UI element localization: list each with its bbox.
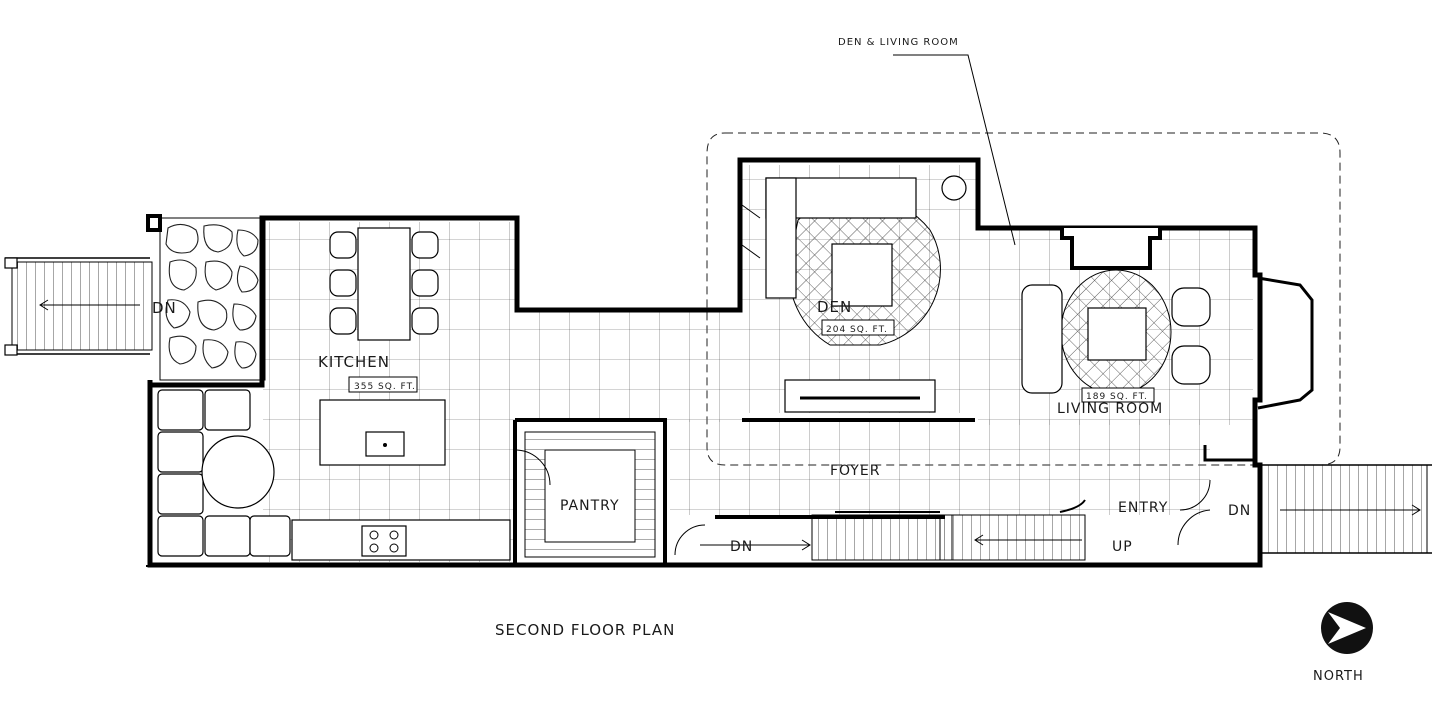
den-label: DEN	[817, 298, 852, 316]
stair-up-label: UP	[1112, 539, 1133, 555]
patio-stones	[165, 223, 259, 369]
den-area-box	[821, 319, 895, 336]
den-furniture	[765, 175, 967, 413]
stone-patio	[159, 217, 266, 381]
foyer-label: FOYER	[830, 463, 880, 479]
callout-label: DEN & LIVING ROOM	[838, 37, 959, 48]
foyer-floor	[670, 420, 1210, 515]
right-exterior-stair	[1261, 464, 1432, 554]
north-label: NORTH	[1313, 669, 1364, 684]
hall-floor	[517, 312, 742, 422]
kitchen-area: 355 SQ. FT.	[354, 382, 416, 392]
kitchen-area-box	[348, 376, 418, 393]
kitchen-counter	[291, 519, 511, 561]
living-area-box	[1081, 387, 1155, 403]
left-exterior-stair	[4, 257, 153, 356]
living-furniture	[1021, 269, 1211, 395]
north-arrow-icon	[1321, 602, 1373, 654]
kitchen-dining-table	[329, 227, 439, 341]
kitchen-island	[319, 399, 446, 466]
living-label: LIVING ROOM	[1057, 401, 1163, 417]
interior-stair	[700, 499, 1086, 561]
right-stair-dn-label: DN	[1228, 503, 1251, 519]
kitchen-label: KITCHEN	[318, 353, 390, 371]
pantry-shelving	[524, 431, 656, 558]
bay-window	[1257, 276, 1314, 410]
pantry-label: PANTRY	[560, 498, 620, 514]
den-area: 204 SQ. FT.	[826, 325, 888, 335]
doors	[516, 204, 1211, 556]
left-stair-dn-label: DN	[152, 299, 177, 317]
kitchen-banquette	[157, 389, 291, 557]
plan-title: SECOND FLOOR PLAN	[495, 621, 675, 639]
hall-stair-dn-label: DN	[730, 539, 753, 555]
callout-leader	[893, 54, 1016, 246]
fireplace	[1060, 228, 1162, 270]
living-area: 189 SQ. FT.	[1086, 392, 1148, 402]
entry-label: ENTRY	[1118, 500, 1168, 516]
